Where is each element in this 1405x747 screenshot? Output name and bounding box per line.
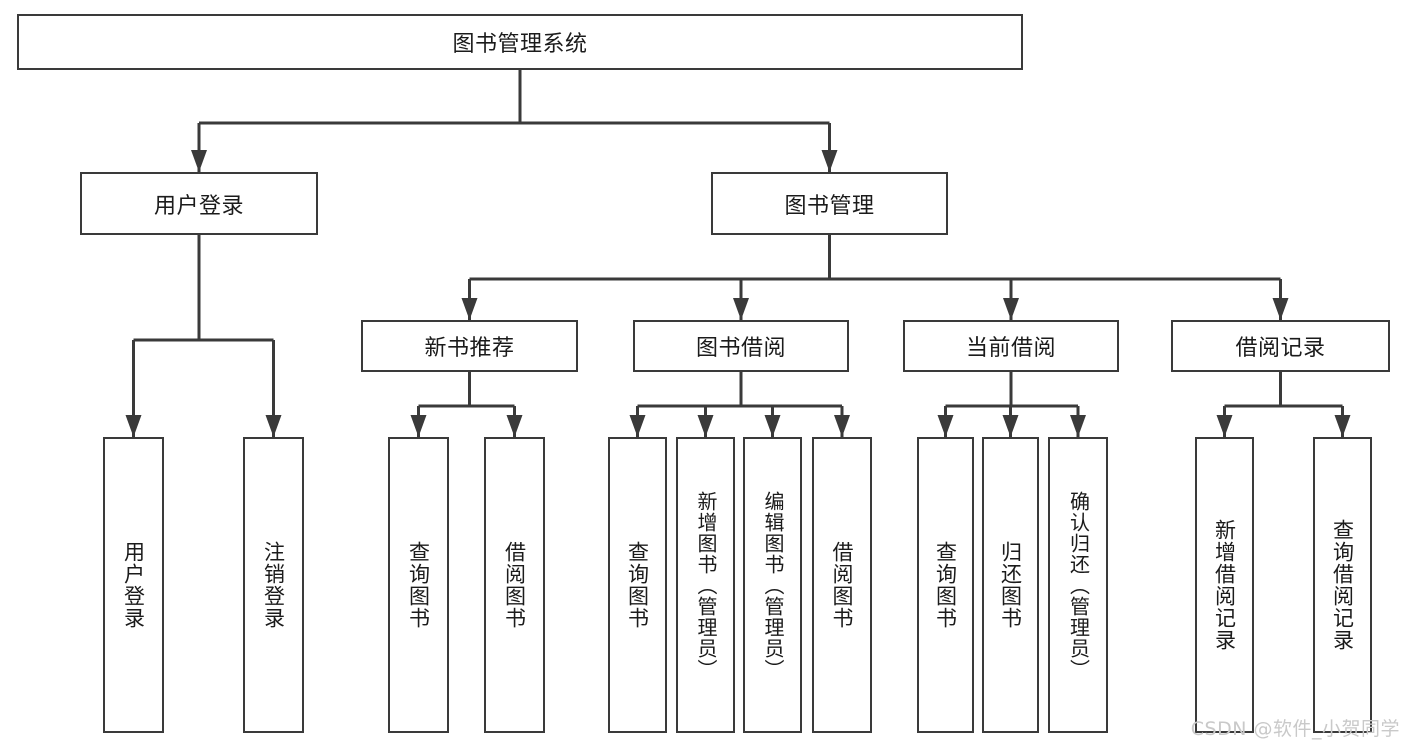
node-newbook[interactable]: 新书推荐 (361, 320, 578, 372)
node-leaf-user-login[interactable]: 用户登录 (103, 437, 164, 733)
node-leaf-borrow-query[interactable]: 查询图书 (608, 437, 667, 733)
node-label: 查询借阅记录 (1330, 519, 1355, 651)
node-label: 图书借阅 (695, 336, 786, 361)
node-label: 查询图书 (406, 541, 431, 629)
node-label: 新书推荐 (424, 336, 515, 361)
node-leaf-current-query[interactable]: 查询图书 (917, 437, 974, 733)
node-label: 新增借阅记录 (1212, 519, 1237, 651)
node-label: 借阅记录 (1235, 336, 1326, 361)
arrow-head-icon (1334, 415, 1351, 437)
node-leaf-records-query[interactable]: 查询借阅记录 (1313, 437, 1372, 733)
arrow-head-icon (1070, 415, 1086, 437)
node-leaf-borrow-lend[interactable]: 借阅图书 (812, 437, 872, 733)
arrow-head-icon (834, 415, 850, 437)
node-label: 图书管理 (784, 193, 875, 219)
arrow-head-icon (1002, 415, 1019, 437)
arrow-head-icon (764, 415, 781, 437)
node-label: 归还图书 (998, 541, 1023, 629)
arrow-head-icon (733, 298, 749, 320)
node-label: 用户登录 (153, 193, 244, 219)
node-label: 借阅图书 (830, 541, 855, 629)
node-leaf-current-return[interactable]: 归还图书 (982, 437, 1039, 733)
arrow-head-icon (697, 415, 714, 437)
node-label: 注销登录 (261, 541, 286, 629)
node-login[interactable]: 用户登录 (80, 172, 318, 235)
arrow-head-icon (125, 415, 142, 437)
node-current[interactable]: 当前借阅 (903, 320, 1119, 372)
node-label: 查询图书 (625, 541, 650, 629)
arrow-head-icon (410, 415, 427, 437)
arrow-head-icon (629, 415, 646, 437)
node-leaf-newbook-borrow[interactable]: 借阅图书 (484, 437, 545, 733)
node-label: 确认归还（管理员） (1066, 490, 1091, 680)
arrow-head-icon (506, 415, 523, 437)
node-leaf-borrow-edit[interactable]: 编辑图书（管理员） (743, 437, 802, 733)
arrow-head-icon (937, 415, 954, 437)
node-borrow[interactable]: 图书借阅 (633, 320, 849, 372)
node-root[interactable]: 图书管理系统 (17, 14, 1023, 70)
node-leaf-newbook-query[interactable]: 查询图书 (388, 437, 449, 733)
node-leaf-borrow-add[interactable]: 新增图书（管理员） (676, 437, 735, 733)
node-leaf-records-add[interactable]: 新增借阅记录 (1195, 437, 1254, 733)
node-records[interactable]: 借阅记录 (1171, 320, 1390, 372)
node-label: 借阅图书 (502, 541, 527, 629)
node-label: 新增图书（管理员） (694, 490, 718, 680)
arrow-head-icon (1272, 298, 1289, 320)
watermark: CSDN @软件_小贺同学 (1190, 718, 1400, 740)
node-label: 图书管理系统 (452, 32, 588, 57)
arrow-head-icon (1216, 415, 1233, 437)
node-label: 当前借阅 (965, 336, 1056, 361)
node-leaf-user-logout[interactable]: 注销登录 (243, 437, 304, 733)
node-bookmgmt[interactable]: 图书管理 (711, 172, 948, 235)
arrow-head-icon (1003, 298, 1019, 320)
node-leaf-current-confirm[interactable]: 确认归还（管理员） (1048, 437, 1108, 733)
arrow-head-icon (191, 150, 207, 172)
node-label: 查询图书 (933, 541, 958, 629)
node-label: 编辑图书（管理员） (761, 490, 785, 680)
arrow-head-icon (461, 298, 478, 320)
arrow-head-icon (265, 415, 282, 437)
arrow-head-icon (821, 150, 838, 172)
node-label: 用户登录 (121, 541, 146, 629)
